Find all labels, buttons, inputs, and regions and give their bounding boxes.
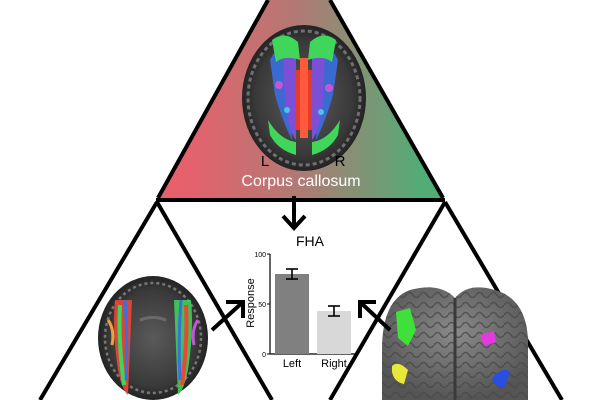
top-triangle-left-edge [156,0,270,199]
arrow-down-from-top [281,196,307,231]
top-triangle-right-edge [328,0,445,199]
y-tick-label: 100 [254,252,266,259]
left-triangle-inner-edge [155,200,274,400]
bar-right [317,311,351,354]
top-triangle-panel: L R Corpus callosum [156,0,445,202]
error-bar-right [328,305,340,317]
y-tick-label: 0 [262,352,266,359]
label-right-hemisphere: R [335,153,346,170]
corpus-callosum-caption: Corpus callosum [241,173,360,190]
bar-left [275,274,309,354]
right-triangle-inner-edge [328,200,447,400]
arrow-from-right-panel [358,300,392,332]
x-tick-label-left: Left [283,358,301,370]
right-triangle-panel [328,200,564,400]
label-left-hemisphere: L [261,153,269,170]
left-triangle-outer-edge [38,200,159,400]
x-tick-label-right: Right [321,358,347,370]
chart-title: FHA [296,233,325,249]
chart-bars [275,268,351,354]
tractography-brain-image [98,276,208,400]
arrow-from-left-panel [210,300,245,332]
error-bar-left [286,268,298,280]
cortical-surface-image [382,287,529,400]
corpus-callosum-brain-image [242,25,366,171]
y-tick-label: 50 [258,302,266,309]
y-axis-label: Response [245,278,257,328]
left-triangle-panel [38,200,274,400]
